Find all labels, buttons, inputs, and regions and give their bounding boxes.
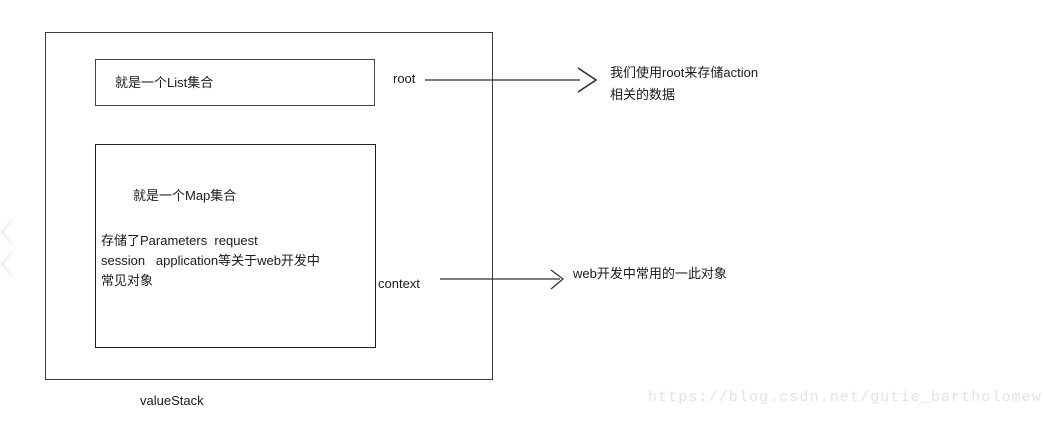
root-arrowhead-icon — [577, 67, 598, 93]
context-pointer-label: context — [378, 276, 420, 291]
map-box-title: 就是一个Map集合 — [133, 188, 237, 203]
list-box — [95, 59, 375, 106]
map-box-body: 存储了Parameters request session applicatio… — [101, 233, 320, 288]
watermark-url: https://blog.csdn.net/gutie_bartholomew — [648, 389, 1042, 406]
valuestack-container-box — [45, 32, 493, 380]
context-arrowhead-icon — [550, 269, 564, 290]
root-pointer-label: root — [393, 71, 416, 86]
valuestack-caption: valueStack — [140, 393, 204, 408]
edge-artifact-icon — [0, 219, 14, 277]
root-annotation-note: 我们使用root来存储action 相关的数据 — [610, 65, 759, 102]
list-box-label: 就是一个List集合 — [115, 75, 214, 90]
context-annotation-note: web开发中常用的一此对象 — [573, 266, 727, 281]
map-box — [95, 144, 376, 348]
